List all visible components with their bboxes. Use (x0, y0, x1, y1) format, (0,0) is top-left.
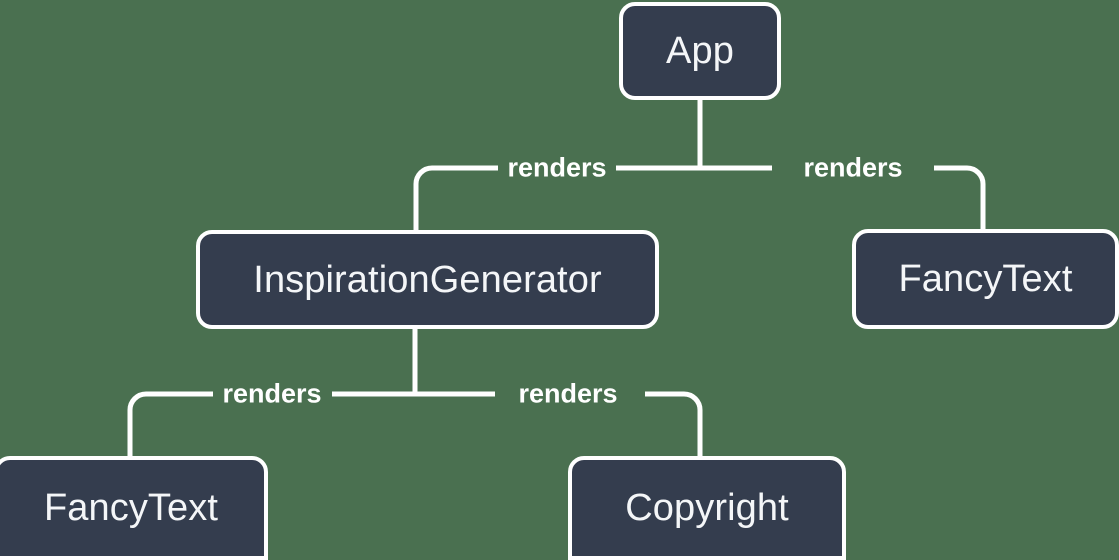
edge-inspiration-to-fancytext-left-line (127, 391, 415, 456)
edge-label-app-to-fancytext-right: renders (803, 152, 903, 183)
edge-label-inspiration-generator-to-copyright: renders (518, 378, 618, 409)
node-inspiration-generator-label: InspirationGenerator (253, 258, 602, 301)
edge-app-to-inspiration-line (413, 165, 700, 230)
edge-label-inspiration-generator-to-fancytext-left: renders (222, 378, 322, 409)
edge-label-app-to-inspiration-generator: renders (507, 152, 607, 183)
edge-app-to-fancytext-right-line (700, 165, 986, 229)
node-fancytext-right-label: FancyText (898, 258, 1073, 300)
node-fancytext-right[interactable]: FancyText (852, 229, 1119, 329)
node-copyright[interactable]: Copyright (568, 456, 846, 560)
node-fancytext-left-label: FancyText (43, 487, 219, 529)
node-fancytext-left[interactable]: FancyText (0, 456, 268, 560)
node-app-label: App (666, 30, 734, 72)
node-app[interactable]: App (619, 2, 781, 100)
node-inspiration-generator[interactable]: InspirationGenerator (196, 230, 659, 329)
edge-inspiration-to-copyright-line (415, 391, 703, 456)
node-copyright-label: Copyright (625, 487, 789, 529)
